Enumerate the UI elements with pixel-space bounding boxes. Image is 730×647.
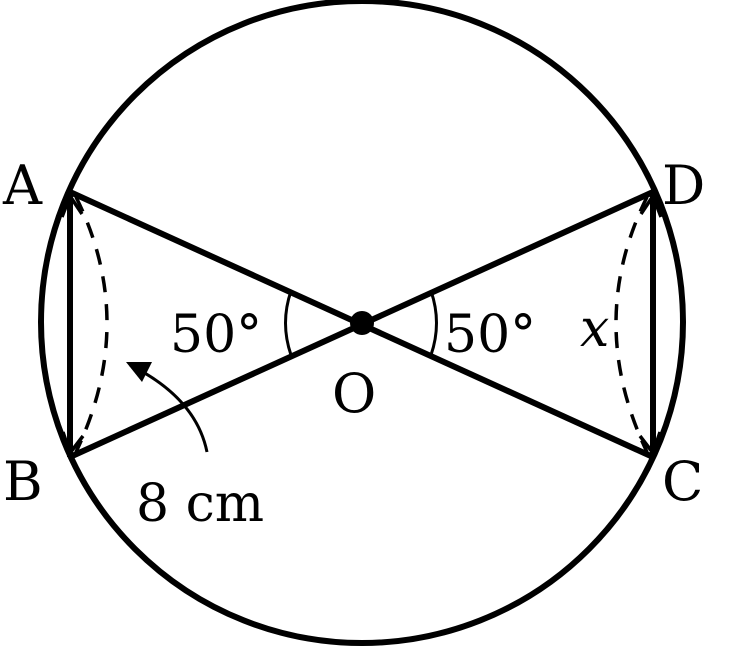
arrowhead-d — [639, 195, 663, 218]
label-d: D — [662, 154, 705, 217]
center-point — [350, 311, 374, 335]
arc-dc-dashed — [614, 196, 649, 453]
label-c: C — [662, 450, 703, 513]
circle — [38, 0, 686, 646]
label-o: O — [332, 362, 376, 425]
angle-arc-doc — [429, 290, 438, 356]
angle-label-aob: 50° — [170, 305, 262, 365]
label-b: B — [3, 450, 43, 513]
angle-arc-aob — [284, 290, 293, 356]
length-label: 8 cm — [136, 474, 264, 534]
arrowhead-c — [638, 431, 662, 455]
arc-ab-dashed — [74, 196, 109, 453]
length-pointer-arrowhead — [126, 362, 152, 382]
unknown-x-label: x — [580, 299, 609, 359]
label-a: A — [2, 154, 43, 217]
angle-label-doc: 50° — [444, 305, 536, 365]
arrowhead-a — [60, 195, 84, 218]
arrowhead-b — [61, 431, 85, 455]
